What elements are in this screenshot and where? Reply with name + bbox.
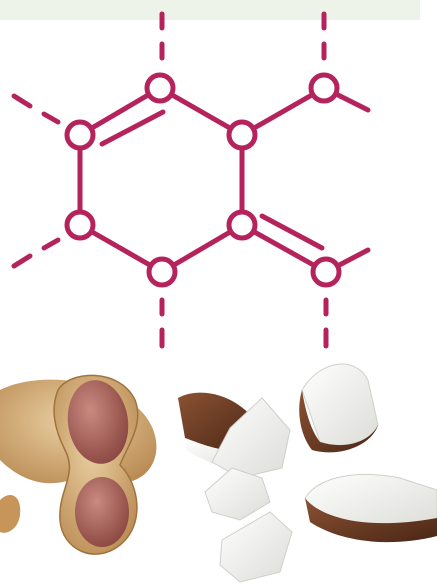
atom-node (226, 209, 258, 241)
atom-node (226, 119, 258, 151)
coconut-piece (301, 363, 379, 446)
molecule-structure-icon (11, 11, 371, 349)
substituent-bond (239, 222, 329, 275)
substituent-bond (239, 85, 327, 138)
peanut-kernel-top (67, 380, 129, 464)
nuts-photo (0, 363, 437, 583)
double-bond (99, 109, 166, 147)
dashed-bond (41, 111, 61, 125)
atom-node (310, 256, 342, 288)
peanut-image (0, 374, 157, 555)
top-color-band (0, 0, 420, 20)
dashed-bond (41, 237, 61, 251)
coconut-piece (305, 498, 437, 543)
dashed-bond (11, 93, 33, 109)
peanut-kernel-bottom (75, 477, 129, 547)
dashed-bond (11, 253, 33, 269)
coconut-piece (211, 397, 291, 479)
atom-node (144, 72, 176, 104)
coconut-piece (219, 511, 293, 583)
peanut-shell-edge (0, 495, 21, 533)
double-bond (259, 213, 325, 251)
ring-bond (77, 222, 165, 275)
atom-node (308, 72, 340, 104)
coconut-piece (204, 467, 271, 521)
coconut-pieces-image (178, 363, 437, 583)
atom-node (64, 209, 96, 241)
ring-bond (157, 85, 245, 138)
atom-node (64, 119, 96, 151)
atom-node (146, 256, 178, 288)
